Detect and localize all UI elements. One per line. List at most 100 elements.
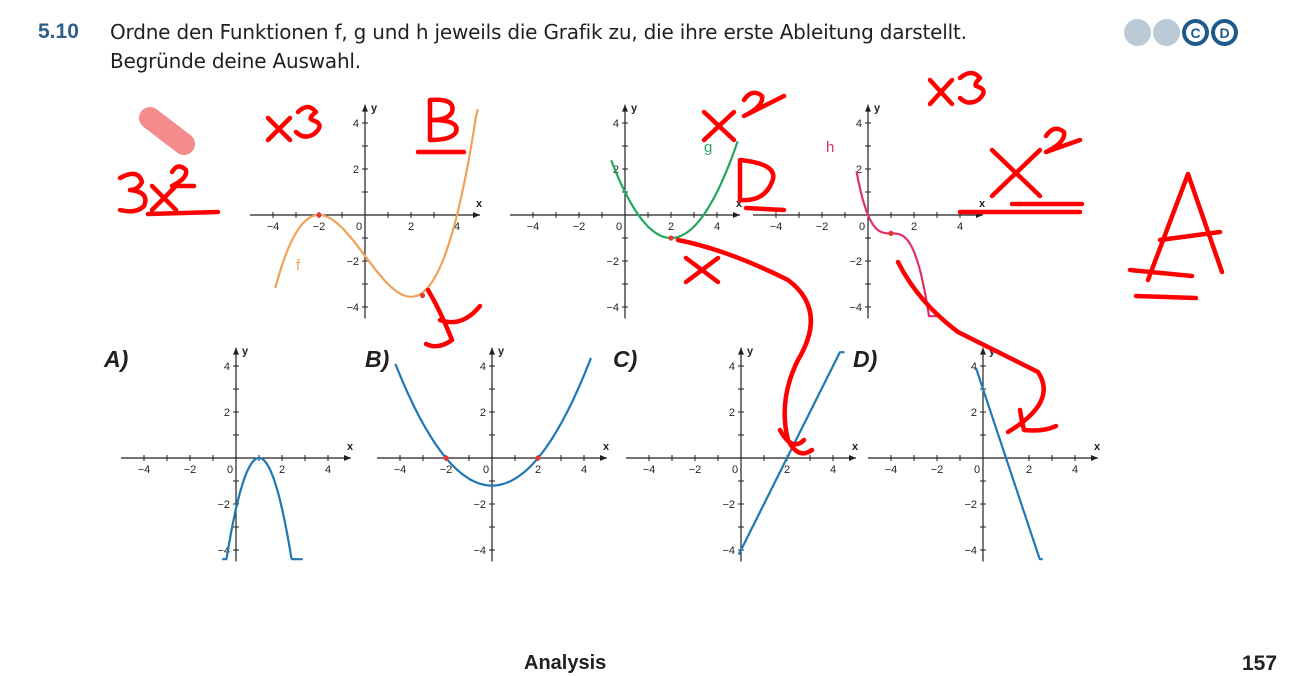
origin-label: 0 — [483, 464, 489, 476]
y-tick-label: 2 — [224, 407, 230, 419]
label-c: C) — [613, 346, 638, 372]
label-d: D) — [853, 346, 878, 372]
y-tick-label: −4 — [473, 545, 486, 557]
y-tick-label: −2 — [964, 499, 977, 511]
x-tick-label: 4 — [581, 464, 587, 476]
y-tick-label: 2 — [729, 407, 735, 419]
x-tick-label: −2 — [689, 464, 702, 476]
x-tick-label: 4 — [325, 464, 331, 476]
y-tick-label: −2 — [722, 499, 735, 511]
page-number: 157 — [1242, 652, 1278, 675]
x-tick-label: −4 — [138, 464, 151, 476]
y-axis-label: y — [371, 103, 378, 115]
y-axis-label: y — [874, 103, 881, 115]
origin-label: 0 — [859, 221, 865, 233]
x-axis-label: x — [347, 441, 354, 453]
origin-label: 0 — [356, 221, 362, 233]
y-tick-label: 4 — [729, 361, 735, 373]
x-axis-arrow — [344, 455, 351, 461]
y-axis-arrow — [233, 347, 239, 355]
x-tick-label: 2 — [784, 464, 790, 476]
task-instruction-continued: Begründe deine Auswahl. — [110, 49, 361, 73]
x-axis-arrow — [600, 455, 607, 461]
marked-point — [419, 292, 426, 299]
function-label-g: g — [704, 139, 712, 156]
y-tick-label: −2 — [346, 256, 359, 268]
x-tick-label: 4 — [1072, 464, 1078, 476]
x-tick-label: −4 — [770, 221, 783, 233]
x-tick-label: 4 — [454, 221, 460, 233]
x-tick-label: −2 — [184, 464, 197, 476]
y-tick-label: 2 — [971, 407, 977, 419]
y-tick-label: 4 — [224, 361, 230, 373]
marked-point — [443, 455, 449, 461]
y-axis-arrow — [362, 104, 368, 112]
x-tick-label: 2 — [408, 221, 414, 233]
y-tick-label: −2 — [473, 499, 486, 511]
x-tick-label: 2 — [1026, 464, 1032, 476]
curve-a — [222, 456, 303, 561]
x-tick-label: 2 — [279, 464, 285, 476]
task-instruction: Ordne den Funktionen f, g und h jeweils … — [110, 20, 967, 44]
x-axis-arrow — [1091, 455, 1098, 461]
x-tick-label: 4 — [830, 464, 836, 476]
origin-label: 0 — [974, 464, 980, 476]
origin-label: 0 — [732, 464, 738, 476]
y-tick-label: 2 — [353, 164, 359, 176]
y-tick-label: 4 — [480, 361, 486, 373]
x-tick-label: 2 — [668, 221, 674, 233]
difficulty-dot-2 — [1153, 19, 1180, 46]
x-tick-label: −2 — [931, 464, 944, 476]
curve-b — [394, 357, 592, 487]
difficulty-dot-1 — [1124, 19, 1151, 46]
curve-c — [737, 351, 845, 556]
x-tick-label: 4 — [957, 221, 963, 233]
difficulty-dot-d: D — [1211, 19, 1238, 46]
label-b: B) — [365, 346, 390, 372]
x-tick-label: −4 — [394, 464, 407, 476]
y-tick-label: −2 — [217, 499, 230, 511]
y-axis-label: y — [242, 346, 249, 358]
y-tick-label: −4 — [722, 545, 735, 557]
marked-point — [888, 230, 894, 236]
curve-g — [610, 140, 739, 240]
x-tick-label: −4 — [527, 221, 540, 233]
curve-d — [975, 367, 1043, 561]
x-axis-label: x — [736, 198, 743, 210]
y-axis-label: y — [631, 103, 638, 115]
x-axis-label: x — [1094, 441, 1101, 453]
y-tick-label: 2 — [856, 164, 862, 176]
y-tick-label: −4 — [346, 302, 359, 314]
y-tick-label: −4 — [964, 545, 977, 557]
x-axis-arrow — [733, 212, 740, 218]
x-tick-label: 2 — [535, 464, 541, 476]
y-tick-label: 4 — [353, 118, 359, 130]
x-tick-label: −4 — [885, 464, 898, 476]
marked-point — [316, 212, 322, 218]
difficulty-dot-c: C — [1182, 19, 1209, 46]
task-number: 5.10 — [38, 20, 79, 43]
marked-point — [535, 455, 541, 461]
y-axis-label: y — [498, 346, 505, 358]
x-axis-arrow — [976, 212, 983, 218]
y-axis-arrow — [738, 347, 744, 355]
y-axis-arrow — [489, 347, 495, 355]
difficulty-indicator: C D — [1124, 19, 1238, 46]
function-label-h: h — [826, 139, 834, 156]
x-tick-label: −2 — [440, 464, 453, 476]
y-tick-label: 4 — [613, 118, 619, 130]
x-tick-label: −4 — [267, 221, 280, 233]
y-tick-label: 2 — [480, 407, 486, 419]
y-tick-label: −4 — [606, 302, 619, 314]
function-label-f: f — [296, 257, 301, 274]
origin-label: 0 — [616, 221, 622, 233]
x-tick-label: −4 — [643, 464, 656, 476]
x-tick-label: 4 — [714, 221, 720, 233]
